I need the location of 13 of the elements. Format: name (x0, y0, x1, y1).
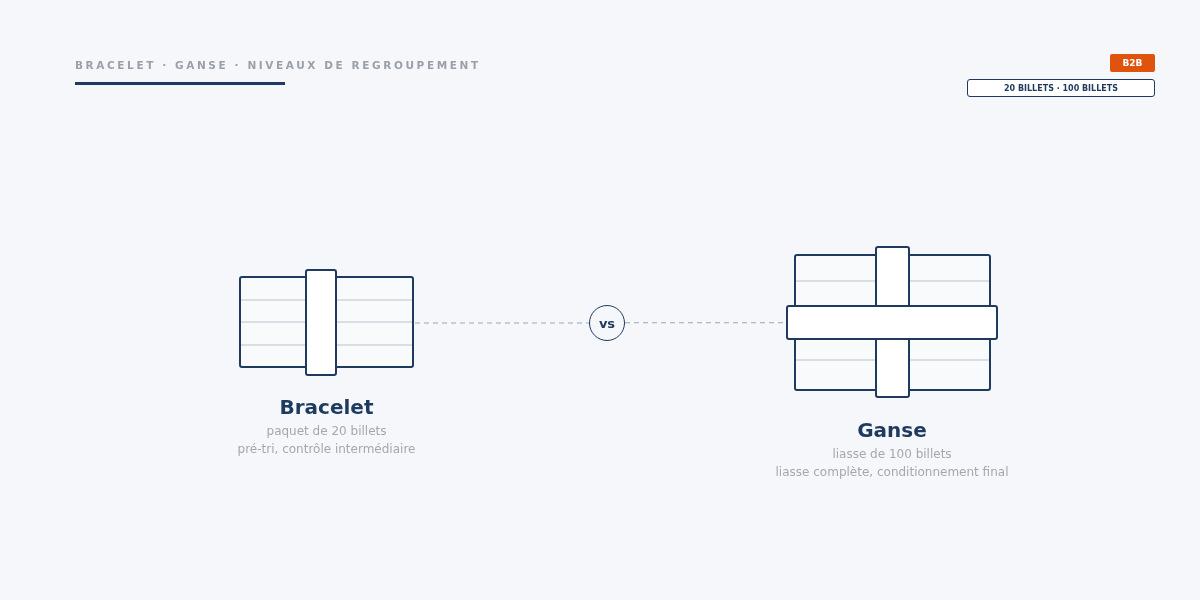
bracelet-drawing (239, 269, 415, 377)
dashed-connector (414, 322, 590, 324)
page-title: BRACELET · GANSE · NIVEAUX DE REGROUPEMENT (75, 59, 481, 72)
caption-heading: Bracelet (279, 395, 374, 419)
quantity-tag: 20 BILLETS · 100 BILLETS (967, 79, 1155, 97)
caption-text: liasse de 100 billets (832, 446, 952, 462)
caption-text: liasse complète, conditionnement final (775, 464, 1009, 480)
category-tag: B2B (1110, 54, 1155, 72)
caption-text: pré-tri, contrôle intermédiaire (237, 441, 416, 457)
caption-text: paquet de 20 billets (266, 423, 387, 439)
versus-circle: vs (589, 305, 625, 341)
ganse-drawing (786, 246, 999, 399)
caption-heading: Ganse (857, 418, 927, 442)
